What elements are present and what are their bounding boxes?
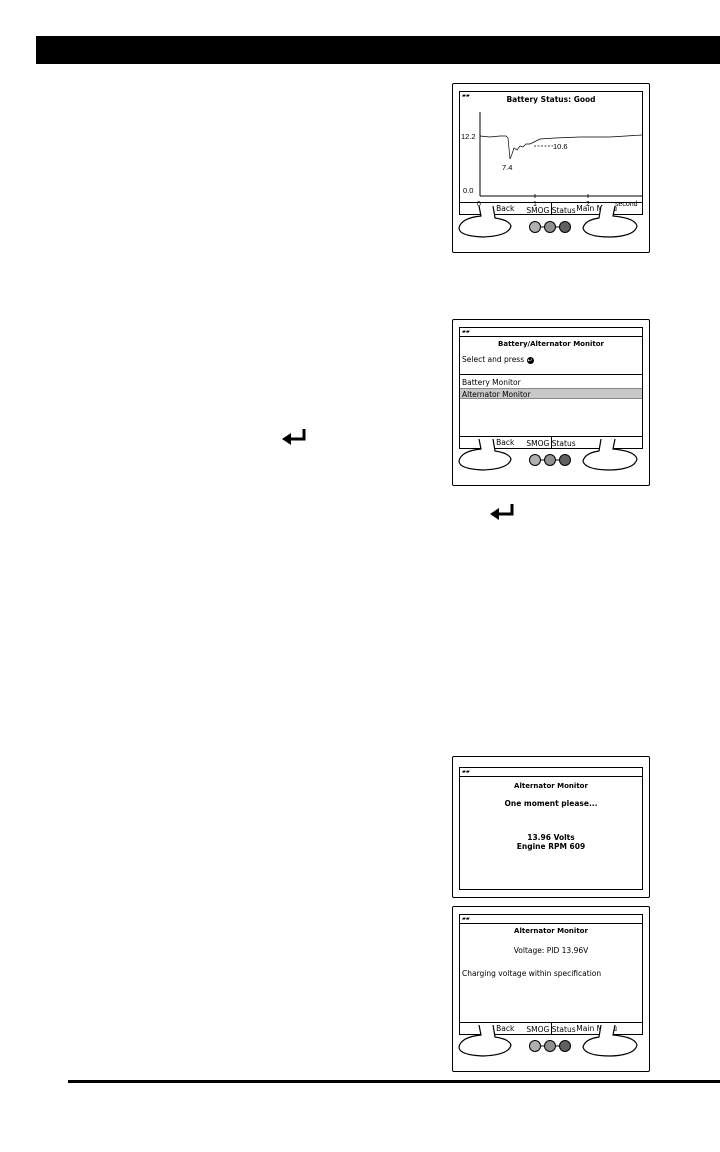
status-led-icon xyxy=(529,221,541,233)
hardware-buttons xyxy=(458,1025,638,1057)
status-led-icon xyxy=(559,454,571,466)
hardware-buttons xyxy=(458,439,638,471)
device-alternator-wait: ▰▰ Alternator Monitor One moment please.… xyxy=(452,756,650,898)
list-item-battery-monitor[interactable]: Battery Monitor xyxy=(462,378,521,387)
device-screen: ▰▰ Battery Status: Good 12.2 0.0 7.4 10.… xyxy=(459,91,643,215)
right-function-button xyxy=(582,439,638,471)
status-bar: ▰▰ xyxy=(460,328,642,337)
button-deck: SMOG Status xyxy=(453,206,649,250)
divider xyxy=(460,374,642,375)
y-bottom-label: 0.0 xyxy=(463,186,473,195)
charging-status-text: Charging voltage within specification xyxy=(462,969,602,978)
device-screen: ▰▰ Alternator Monitor Voltage: PID 13.96… xyxy=(459,914,643,1035)
avg-voltage-label: 10.6 xyxy=(553,142,568,151)
x-tick-label-1: 1 xyxy=(533,201,537,208)
voltage-graph: 12.2 0.0 7.4 10.6 0 1 2 second xyxy=(461,112,643,208)
left-function-button xyxy=(458,439,512,471)
right-function-button xyxy=(582,206,638,238)
status-led-icon xyxy=(529,1040,541,1052)
engine-rpm-reading: Engine RPM 609 xyxy=(516,842,586,851)
x-unit-label: second xyxy=(615,201,638,208)
status-led-icon xyxy=(544,221,556,233)
device-screen: ▰▰ Alternator Monitor One moment please.… xyxy=(459,767,643,890)
enter-key-icon xyxy=(282,429,306,445)
page-header-bar xyxy=(36,36,720,64)
device-monitor-menu: ▰▰ Battery/Alternator Monitor Select and… xyxy=(452,319,650,486)
softkey-main-menu[interactable]: Main Menu xyxy=(576,1024,618,1033)
smog-status-label: SMOG Status xyxy=(526,1025,576,1034)
screen-title: Alternator Monitor xyxy=(514,782,588,790)
wait-message: One moment please... xyxy=(504,799,598,808)
status-led-icon xyxy=(559,221,571,233)
softkey-main-menu[interactable]: Main Menu xyxy=(576,204,618,213)
button-deck: SMOG Status xyxy=(453,439,649,483)
status-led-icon xyxy=(559,1040,571,1052)
status-led-icon xyxy=(544,454,556,466)
status-led-icon xyxy=(529,454,541,466)
select-prompt: Select and press ↵ xyxy=(462,355,534,364)
voltage-pid-reading: Voltage: PID 13.96V xyxy=(513,946,589,955)
softkey-back[interactable]: Back xyxy=(460,1023,552,1034)
x-tick-label-0: 0 xyxy=(477,201,481,208)
x-tick-label-2: 2 xyxy=(586,201,590,208)
battery-icon: ▰▰ xyxy=(462,769,470,775)
voltage-trace xyxy=(479,134,643,160)
enter-key-icon xyxy=(490,504,514,520)
softkey-back[interactable]: Back xyxy=(460,203,552,214)
left-function-button xyxy=(458,206,512,238)
status-led-icon xyxy=(544,1040,556,1052)
softkey-bar: Back Main Menu xyxy=(460,202,642,214)
voltage-reading: 13.96 Volts xyxy=(527,833,575,842)
device-battery-status: ▰▰ Battery Status: Good 12.2 0.0 7.4 10.… xyxy=(452,83,650,253)
list-item-alternator-monitor[interactable]: Alternator Monitor xyxy=(460,388,642,399)
screen-title: Alternator Monitor xyxy=(514,927,588,935)
battery-icon: ▰▰ xyxy=(462,93,470,99)
battery-icon: ▰▰ xyxy=(462,916,470,922)
status-bar: ▰▰ xyxy=(460,768,642,777)
screen-title: Battery/Alternator Monitor xyxy=(498,340,604,348)
softkey-back[interactable]: Back xyxy=(460,437,552,448)
right-function-button xyxy=(582,1025,638,1057)
status-bar: ▰▰ xyxy=(460,92,642,100)
select-prompt-text: Select and press xyxy=(462,355,525,364)
left-function-button xyxy=(458,1025,512,1057)
page-footer-rule xyxy=(68,1080,720,1083)
button-deck: SMOG Status xyxy=(453,1025,649,1069)
min-voltage-label: 7.4 xyxy=(502,163,512,172)
device-alternator-result: ▰▰ Alternator Monitor Voltage: PID 13.96… xyxy=(452,906,650,1072)
softkey-bar: Back Main Menu xyxy=(460,1022,642,1034)
battery-icon: ▰▰ xyxy=(462,329,470,335)
status-bar: ▰▰ xyxy=(460,915,642,924)
device-screen: ▰▰ Battery/Alternator Monitor Select and… xyxy=(459,327,643,449)
y-top-label: 12.2 xyxy=(461,132,476,141)
smog-status-label: SMOG Status xyxy=(526,439,576,448)
hardware-buttons xyxy=(458,206,638,238)
screen-title: Battery Status: Good xyxy=(506,95,596,104)
smog-status-label: SMOG Status xyxy=(526,206,576,215)
enter-key-icon: ↵ xyxy=(526,356,534,364)
softkey-bar: Back xyxy=(460,436,642,448)
